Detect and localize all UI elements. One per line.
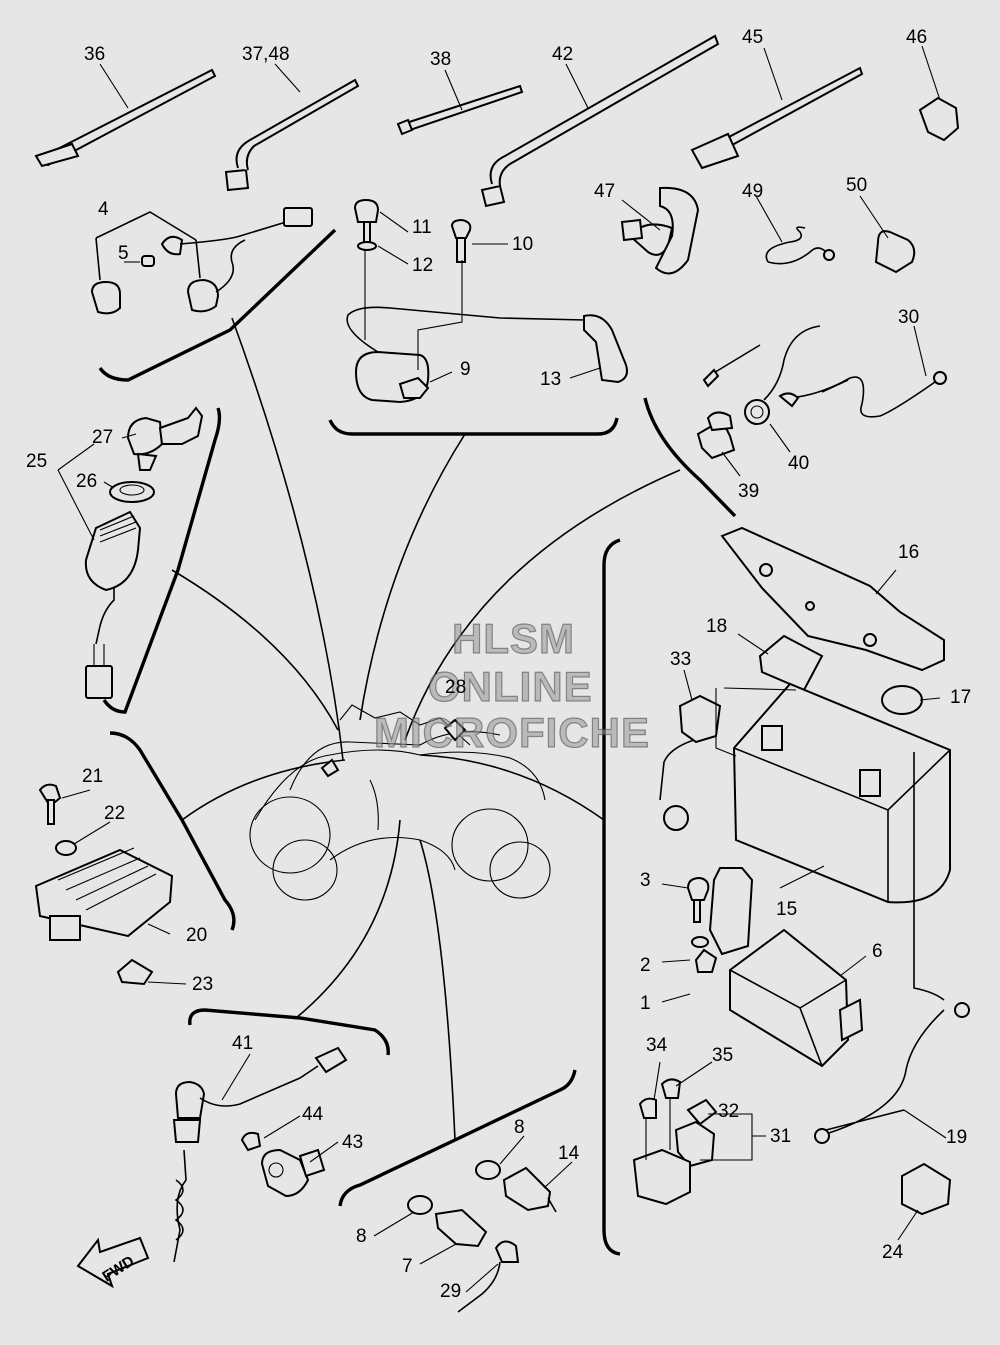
part-label-39: 39: [738, 481, 760, 502]
ignition-coil-group: [346, 198, 628, 404]
part-label-31: 31: [770, 1126, 792, 1147]
part-label-44: 44: [302, 1104, 324, 1125]
part-label-47: 47: [594, 181, 616, 202]
part-label-43: 43: [342, 1132, 364, 1153]
part-label-33: 33: [670, 649, 692, 670]
part-label-30: 30: [898, 307, 920, 328]
lamp-socket-group: [90, 207, 313, 315]
part-label-2: 2: [640, 955, 651, 976]
part-label-8-upper: 8: [514, 1117, 525, 1138]
ecu-group: [686, 867, 864, 1068]
part-label-13: 13: [540, 369, 562, 390]
part-label-27: 27: [92, 427, 114, 448]
part-label-35: 35: [712, 1045, 734, 1066]
vehicle-leader-curves: [171, 317, 681, 1141]
watermark-line-2: ONLINE: [427, 663, 593, 710]
part-label-50: 50: [846, 175, 868, 196]
part-label-7: 7: [402, 1256, 413, 1277]
part-label-34: 34: [646, 1035, 668, 1056]
leader-lines: [57, 45, 947, 1293]
part-label-26: 26: [76, 471, 98, 492]
part-label-12: 12: [412, 255, 434, 276]
part-label-23: 23: [192, 974, 214, 995]
part-label-6: 6: [872, 941, 883, 962]
part-label-1: 1: [640, 993, 651, 1014]
part-label-25: 25: [26, 451, 48, 472]
part-label-49: 49: [742, 181, 764, 202]
part-label-19: 19: [946, 1127, 968, 1148]
part-label-32: 32: [718, 1101, 740, 1122]
part-label-5: 5: [118, 243, 129, 264]
part-label-46: 46: [906, 27, 928, 48]
part-label-28: 28: [445, 677, 467, 698]
part-label-11: 11: [412, 217, 432, 238]
part-label-15: 15: [776, 899, 798, 920]
sensor-group: [696, 325, 947, 460]
part-label-37-48: 37,48: [242, 44, 290, 65]
part-label-16: 16: [898, 542, 920, 563]
part-label-14: 14: [558, 1143, 580, 1164]
part-label-40: 40: [788, 453, 810, 474]
part-label-36: 36: [84, 44, 106, 65]
cable-ties: [34, 34, 960, 208]
part-label-42: 42: [552, 44, 574, 65]
part-label-18: 18: [706, 616, 728, 637]
part-label-21: 21: [82, 766, 104, 787]
atv-silhouette: [249, 704, 551, 901]
part-label-9: 9: [460, 359, 471, 380]
part-label-45: 45: [742, 27, 764, 48]
rectifier-group: [34, 783, 174, 986]
part-label-22: 22: [104, 803, 126, 824]
thermo-switch-group: [407, 1160, 557, 1313]
part-label-41: 41: [232, 1033, 254, 1054]
watermark-line-1: HLSM: [451, 615, 575, 662]
key-switch-group: [84, 406, 204, 699]
clips-group: [620, 186, 916, 275]
battery-group: [659, 526, 951, 904]
part-label-20: 20: [186, 925, 208, 946]
part-label-29: 29: [440, 1281, 462, 1302]
relay-fuse-group: [632, 752, 970, 1216]
part-label-10: 10: [512, 234, 534, 255]
part-label-38: 38: [430, 49, 452, 70]
part-label-4: 4: [98, 199, 109, 220]
part-label-24: 24: [882, 1242, 904, 1263]
fwd-arrow: [76, 1236, 150, 1289]
part-label-8-lower: 8: [356, 1226, 367, 1247]
part-label-3: 3: [640, 870, 651, 891]
watermark-line-3: MICROFICHE: [373, 709, 650, 756]
part-label-17: 17: [950, 687, 972, 708]
